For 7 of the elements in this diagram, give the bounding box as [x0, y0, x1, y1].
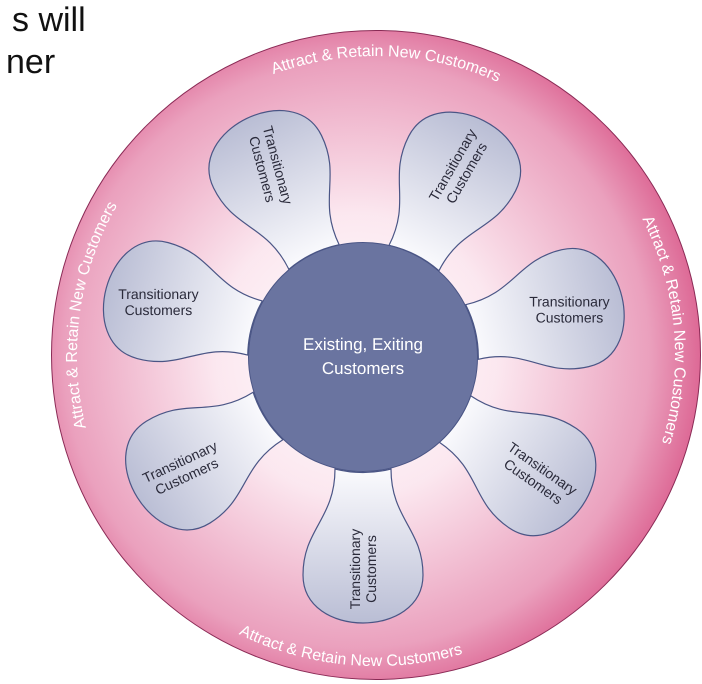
center-text: Existing, Exiting Customers	[302, 334, 424, 380]
heading-fragment: s will	[12, 0, 86, 40]
petal-text: Transitionary Customers	[118, 286, 200, 318]
petal-text: Transitionary Customers	[347, 527, 379, 611]
ring-text: Attract & Retain New Customers	[236, 622, 464, 670]
petal-text: Transitionary Customers	[528, 293, 610, 326]
heading-fragment: ner	[6, 42, 56, 82]
